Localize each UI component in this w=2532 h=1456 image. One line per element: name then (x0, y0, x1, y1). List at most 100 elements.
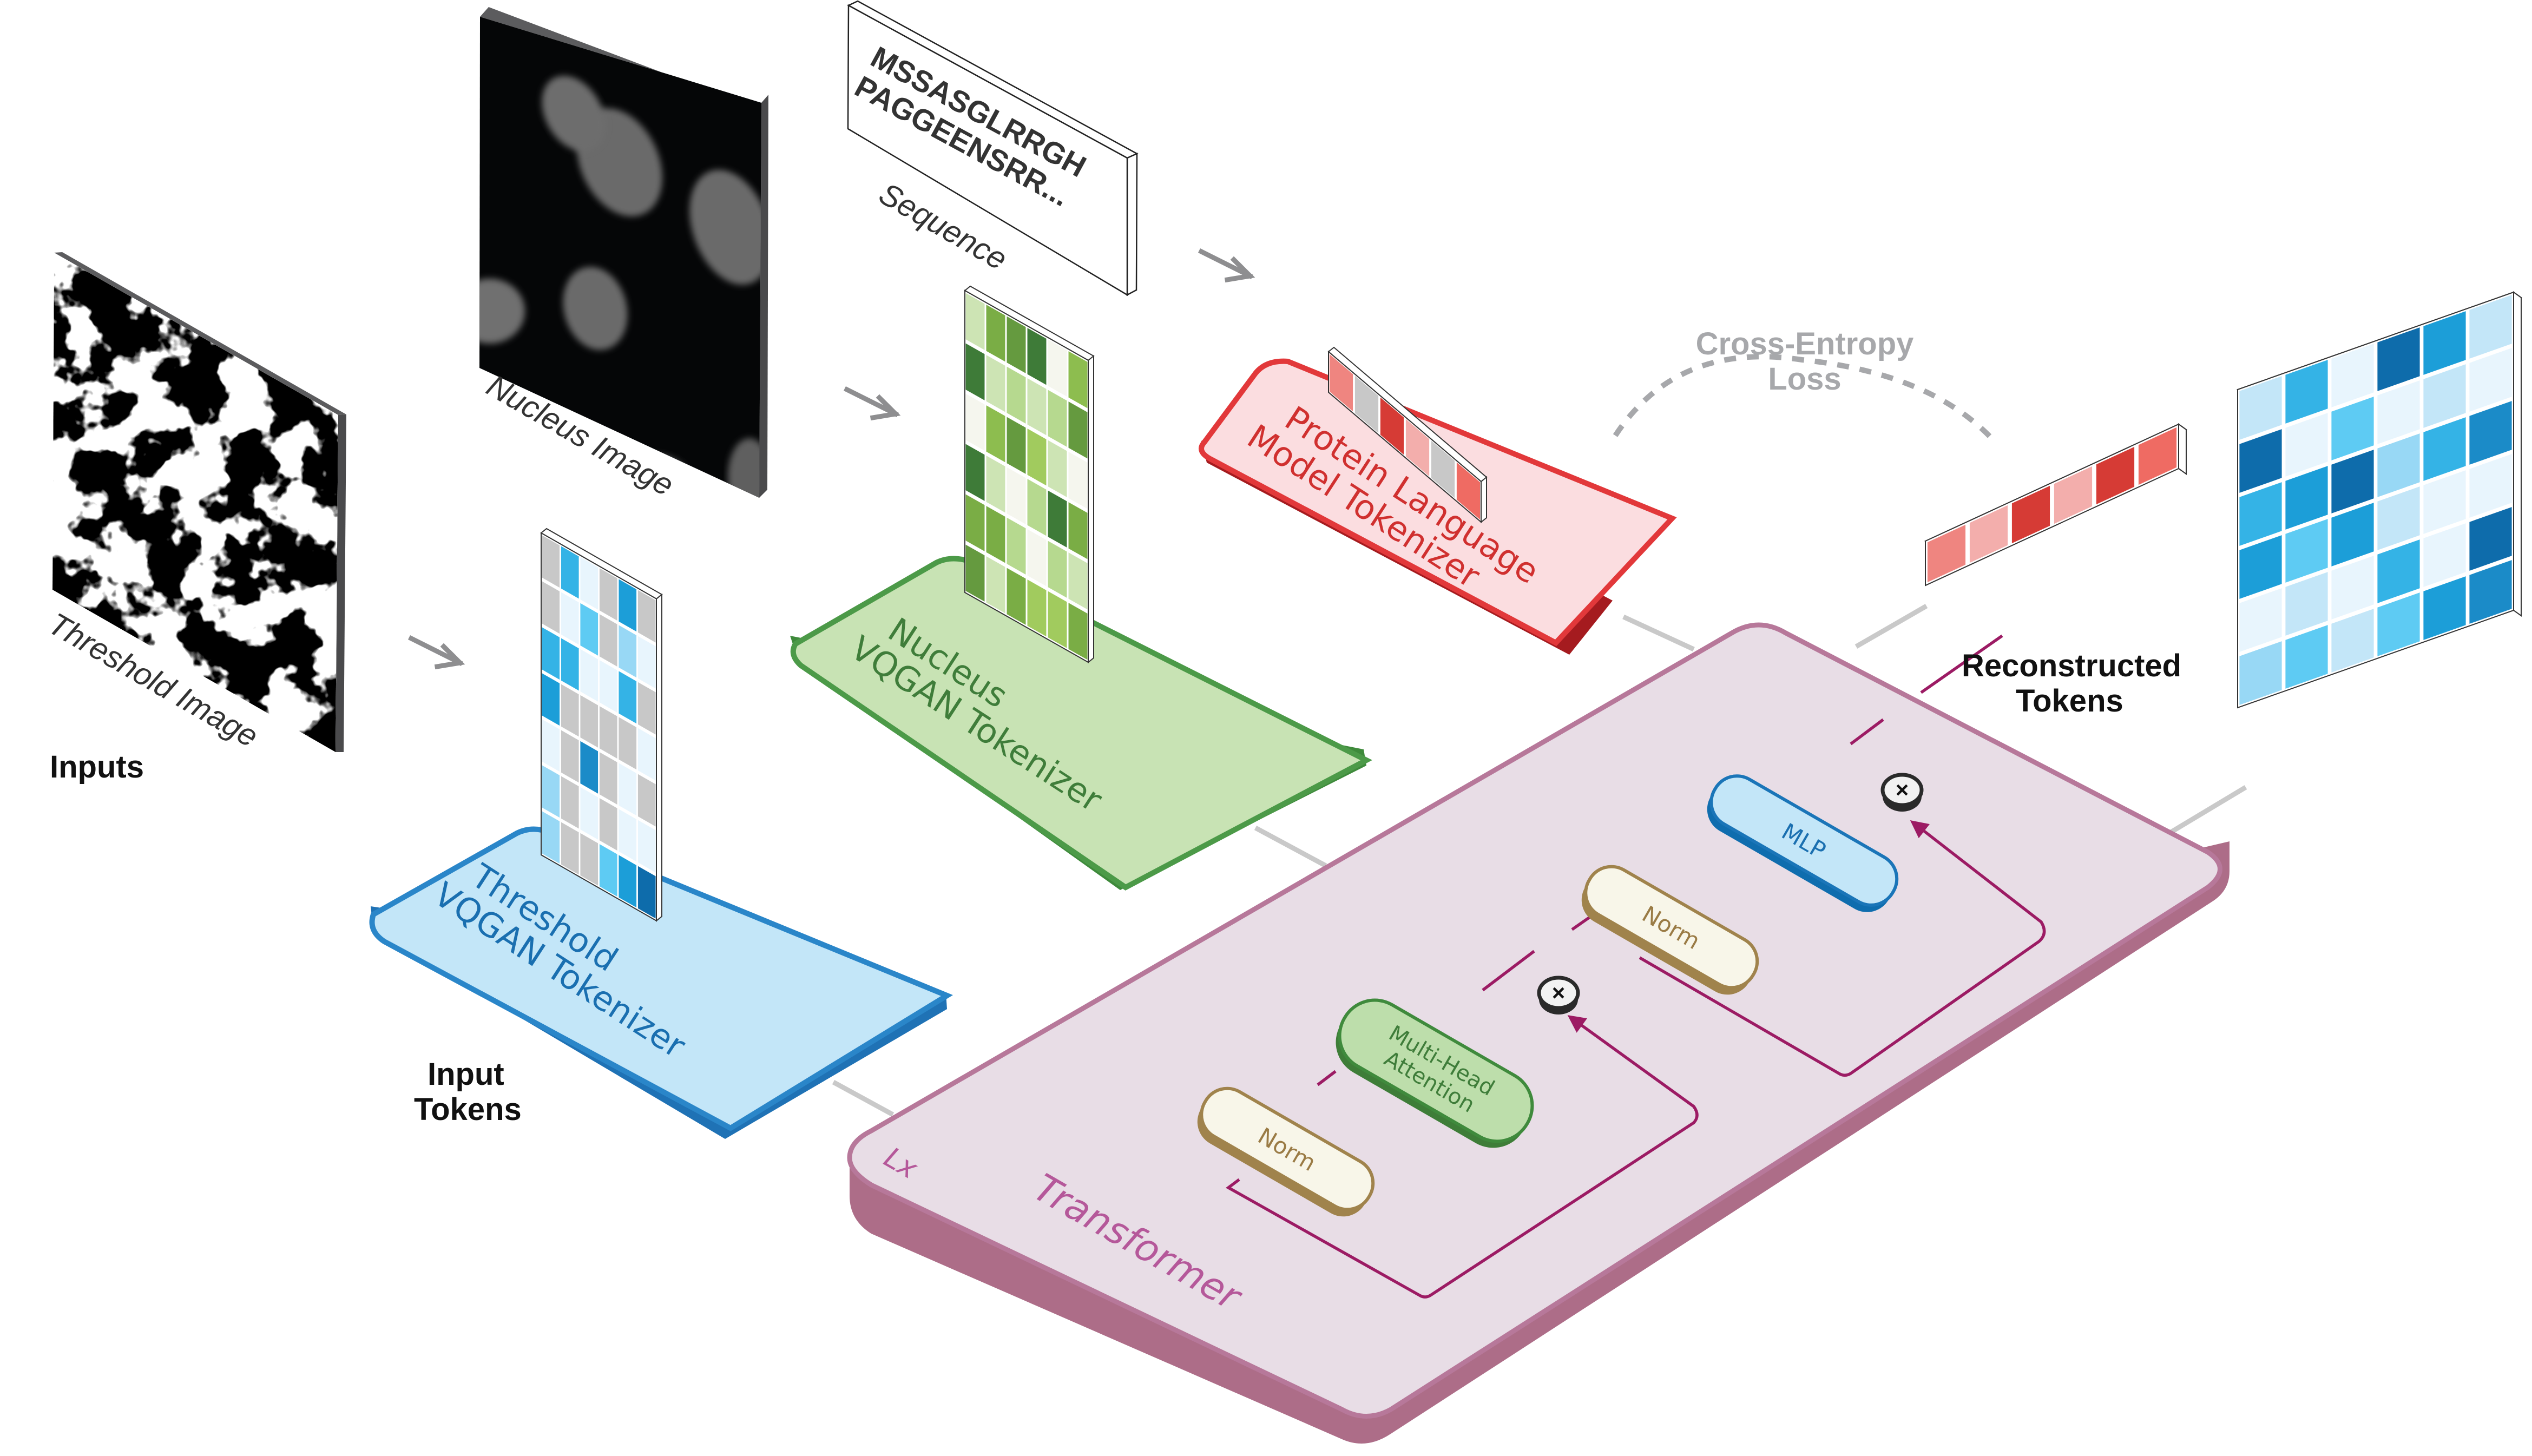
threshold-token-cell (561, 822, 579, 875)
nucleus-token-cell (1048, 339, 1067, 397)
transformer-platform: Lx Transformer (847, 622, 2230, 1444)
threshold-token-cell (599, 706, 617, 759)
threshold-token-cell (542, 535, 560, 588)
protein-token-cell (1405, 419, 1430, 477)
reconstructed-token-cell (2285, 572, 2328, 636)
nucleus-token-cell (965, 494, 985, 551)
nucleus-token-cell (1068, 603, 1088, 660)
reconstructed-token-cell (2331, 609, 2374, 673)
threshold-token-cell (561, 546, 579, 599)
sequence-surface (847, 4, 1128, 297)
nucleus-token-cell (1048, 390, 1067, 447)
nucleus-token-cell (1068, 552, 1088, 610)
reconstructed-token-slab-side (2513, 291, 2522, 617)
reconstructed-token-cell (2469, 348, 2512, 412)
threshold-token-cell (619, 625, 637, 678)
protein-tokenizer-plate (1199, 358, 1677, 647)
connector-threshold-transformer (832, 1080, 895, 1117)
threshold-token-slab-side (656, 593, 662, 922)
reconstructed-token-cell (2331, 503, 2374, 566)
residual-add-1-symbol: × (1552, 980, 1566, 1005)
nucleus-token-cell (1007, 517, 1026, 575)
reconstructed-token-cell (2377, 539, 2420, 603)
connector-transformer-image-out (2163, 785, 2247, 838)
threshold-token-cell (542, 627, 560, 680)
nucleus-token-cell (1007, 366, 1026, 424)
threshold-token-cell (637, 866, 656, 919)
reconstructed-token-cell (2239, 641, 2282, 705)
threshold-token-cell (580, 695, 599, 748)
nucleus-token-cell (965, 343, 985, 400)
mlp-block[interactable]: MLP (1698, 767, 1906, 921)
reconstructed-token-cell (2469, 560, 2512, 624)
threshold-token-cell (637, 820, 656, 873)
reconstructed-token-cell (2239, 376, 2282, 440)
reconstructed-token-cell (2377, 327, 2420, 391)
nucleus-token-cell (1007, 417, 1026, 474)
reconstructed-token-cell (2239, 482, 2282, 546)
protein-token-cell (1354, 375, 1379, 433)
nucleus-tokenizer: Nucleus VQGAN Tokenizer (790, 285, 1372, 891)
reconstructed-token-cell (2469, 454, 2512, 518)
threshold-token-cell (637, 774, 656, 827)
reconstructed-token-cell (2239, 535, 2282, 599)
protein-tokenizer: Protein Language Model Tokenizer (1199, 346, 1677, 655)
nucleus-token-cell (986, 456, 1005, 513)
nucleus-token-cell (1027, 529, 1047, 587)
reconstructed-token-cell (2331, 450, 2374, 513)
nucleus-token-cell (1048, 541, 1067, 598)
attention-block[interactable]: Multi-Head Attention (1323, 987, 1545, 1161)
connector-lines (832, 604, 2247, 1117)
threshold-token-cell (542, 811, 560, 864)
reconstructed-token-cell (2377, 380, 2420, 444)
protein-token-cell (1456, 462, 1481, 520)
connector-transformer-protein-out (1854, 604, 1928, 649)
protein-token-bar (1327, 346, 1488, 524)
arrow-threshold-icon (407, 635, 465, 670)
threshold-token-cell (580, 833, 599, 886)
nucleus-token-cell (986, 405, 1005, 463)
reconstructed-token-cell (2469, 295, 2512, 359)
nucleus-token-cell (1027, 579, 1047, 637)
reconstructed-protein-token-cell (2096, 446, 2135, 505)
reconstructed-protein-bar (1924, 423, 2187, 587)
nucleus-token-cell (1068, 401, 1088, 459)
nucleus-token-cell (1007, 316, 1026, 373)
reconstructed-token-cell (2285, 519, 2328, 583)
threshold-token-cell (542, 673, 560, 726)
threshold-token-cell (619, 855, 637, 908)
transformer-blocks: Norm Multi-Head Attention Norm MLP × (1188, 767, 1924, 1226)
reconstructed-protein-token-cell (2138, 427, 2177, 485)
threshold-token-cell (542, 581, 560, 634)
threshold-token-cell (619, 579, 637, 632)
reconstructed-token-cell (2377, 486, 2420, 550)
flow-attn-add1 (1482, 950, 1535, 992)
reconstructed-protein-token-cell (2011, 485, 2050, 544)
residual-lines (1225, 634, 2046, 1299)
threshold-token-cell (637, 636, 656, 689)
nucleus-token-cell (965, 444, 985, 501)
threshold-image: Threshold Image (43, 252, 346, 754)
reconstructed-token-cell (2285, 413, 2328, 477)
threshold-token-cell (561, 776, 579, 829)
reconstructed-token-cell (2423, 523, 2466, 587)
nucleus-token-slab-side (1088, 354, 1094, 664)
reconstructed-token-cell (2423, 364, 2466, 428)
reconstructed-token-cell (2377, 592, 2420, 656)
nucleus-token-cell (1007, 467, 1026, 524)
nucleus-token-cell (1027, 328, 1047, 385)
threshold-token-cell (542, 719, 560, 772)
threshold-token-cell (580, 741, 599, 794)
sequence-panel: MSSASGLRRGH PAGGEENSRR... Sequence (847, 0, 1139, 297)
threshold-token-cell (619, 717, 637, 770)
nucleus-image: Nucleus Image (479, 7, 768, 503)
nucleus-token-grid (964, 285, 1095, 664)
input-arrows (407, 248, 1255, 670)
reconstructed-token-cell (2285, 360, 2328, 424)
nucleus-token-cell (1007, 568, 1026, 625)
norm-block-1[interactable]: Norm (1188, 1079, 1382, 1226)
norm-block-2[interactable]: Norm (1573, 858, 1766, 1004)
nucleus-token-cell (965, 293, 985, 350)
threshold-token-cell (561, 730, 579, 783)
nucleus-token-cell (986, 556, 1005, 614)
